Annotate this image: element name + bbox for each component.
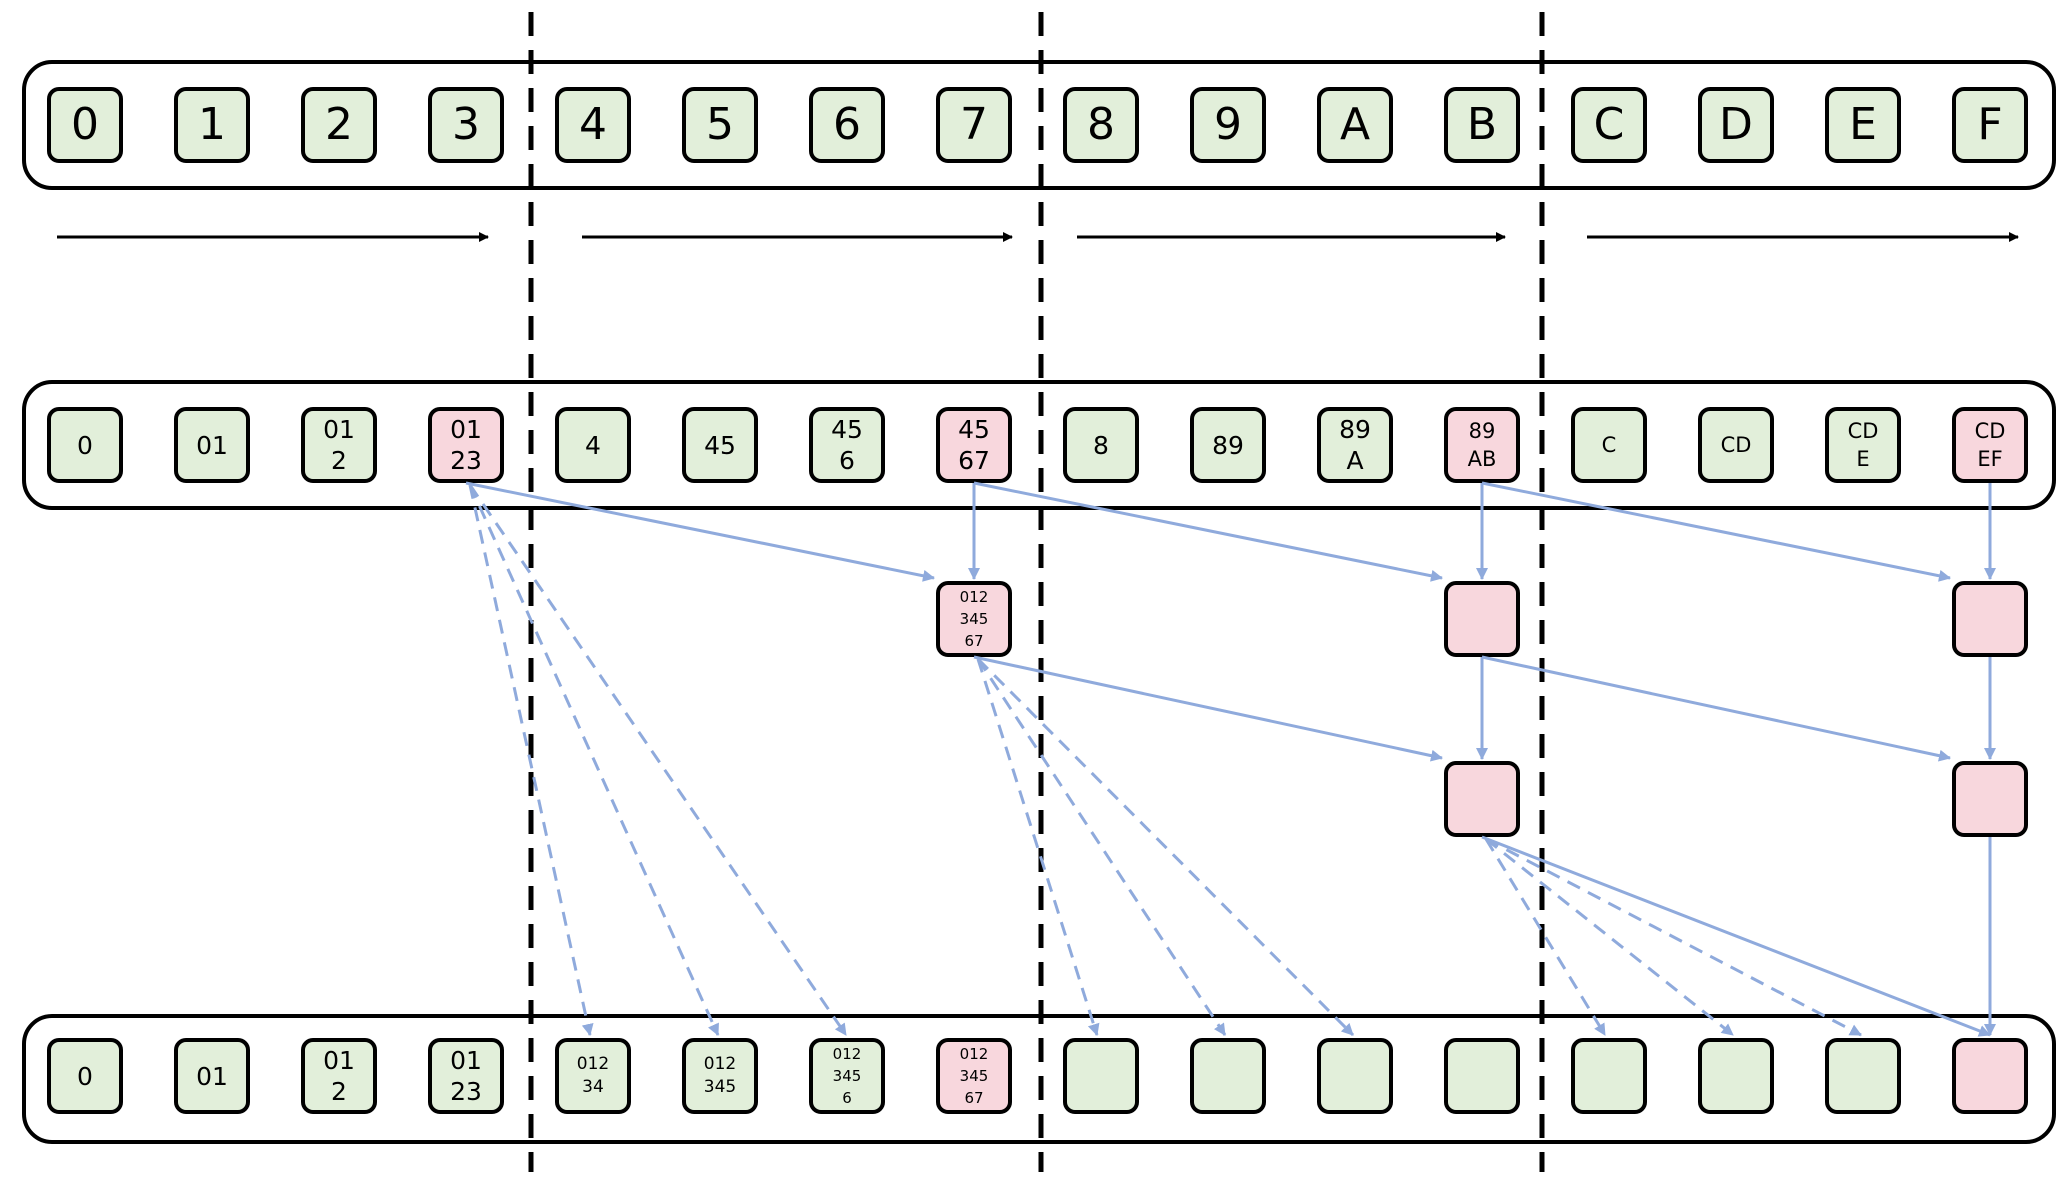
- output-cell: 0: [47, 1038, 123, 1114]
- output-cell: [1317, 1038, 1393, 1114]
- output-cell: [1698, 1038, 1774, 1114]
- output-cell: 012 34: [555, 1038, 631, 1114]
- local-scan-cell: 45: [682, 407, 758, 483]
- carry-cell-block3-a: [1952, 581, 2028, 657]
- broadcast-arrow: [468, 484, 594, 1036]
- local-scan-cell: 45 6: [809, 407, 885, 483]
- local-scan-cell: 89 A: [1317, 407, 1393, 483]
- output-cell: [1571, 1038, 1647, 1114]
- local-scan-cell: C: [1571, 407, 1647, 483]
- input-cell: D: [1698, 87, 1774, 163]
- input-cell: C: [1571, 87, 1647, 163]
- carry-cell-block1: 012 345 67: [936, 581, 1012, 657]
- local-scan-cell: 01: [174, 407, 250, 483]
- input-cell: 7: [936, 87, 1012, 163]
- local-scan-cell: 89: [1190, 407, 1266, 483]
- output-cell: [1063, 1038, 1139, 1114]
- input-cell: 1: [174, 87, 250, 163]
- output-cell: [1444, 1038, 1520, 1114]
- block-total-cell: 01 23: [428, 407, 504, 483]
- broadcast-arrow: [468, 484, 720, 1036]
- input-cell: F: [1952, 87, 2028, 163]
- broadcast-arrow: [1484, 838, 1607, 1036]
- broadcast-arrow: [1485, 837, 1734, 1037]
- output-cell: 01 2: [301, 1038, 377, 1114]
- output-cell: [1825, 1038, 1901, 1114]
- input-cell: A: [1317, 87, 1393, 163]
- carry-cell-block2-a: [1444, 581, 1520, 657]
- block-total-cell: 89 AB: [1444, 407, 1520, 483]
- local-scan-cell: 4: [555, 407, 631, 483]
- broadcast-arrow: [468, 484, 848, 1036]
- input-cell: 6: [809, 87, 885, 163]
- input-cell: 9: [1190, 87, 1266, 163]
- block-total-cell: 45 67: [936, 407, 1012, 483]
- output-cell: [1190, 1038, 1266, 1114]
- carry-arrow: [1481, 835, 1991, 1037]
- input-cell: E: [1825, 87, 1901, 163]
- broadcast-arrow: [976, 657, 1355, 1037]
- output-cell: 01 23: [428, 1038, 504, 1114]
- input-cell: 8: [1063, 87, 1139, 163]
- carry-arrow: [1481, 481, 1951, 582]
- output-cell: 012 345: [682, 1038, 758, 1114]
- input-cell: 4: [555, 87, 631, 163]
- local-scan-cell: CD: [1698, 407, 1774, 483]
- output-cell: 012 345 6: [809, 1038, 885, 1114]
- broadcast-arrow: [976, 658, 1100, 1036]
- carry-arrow: [465, 481, 935, 582]
- input-cell: 2: [301, 87, 377, 163]
- carry-cell-block3-b: [1952, 761, 2028, 837]
- input-cell: B: [1444, 87, 1520, 163]
- broadcast-arrow: [976, 658, 1227, 1036]
- carry-arrow: [1481, 655, 1951, 762]
- broadcast-arrow: [1485, 837, 1862, 1037]
- local-scan-cell: 0: [47, 407, 123, 483]
- output-cell: 012 345 67: [936, 1038, 1012, 1114]
- output-cell: 01: [174, 1038, 250, 1114]
- input-cell: 0: [47, 87, 123, 163]
- local-scan-cell: 01 2: [301, 407, 377, 483]
- output-cell: [1952, 1038, 2028, 1114]
- local-scan-cell: CD E: [1825, 407, 1901, 483]
- carry-cell-block2-b: [1444, 761, 1520, 837]
- local-scan-cell: 8: [1063, 407, 1139, 483]
- input-cell: 5: [682, 87, 758, 163]
- carry-arrow: [973, 481, 1443, 582]
- carry-arrow: [973, 655, 1443, 762]
- input-cell: 3: [428, 87, 504, 163]
- block-total-cell: CD EF: [1952, 407, 2028, 483]
